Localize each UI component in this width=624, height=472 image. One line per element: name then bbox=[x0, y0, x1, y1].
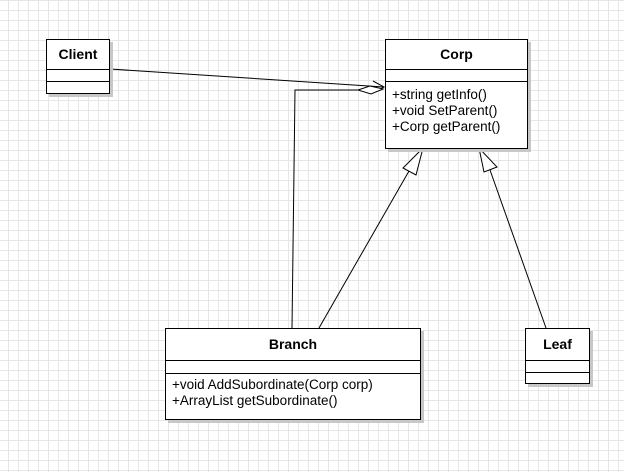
class-leaf[interactable]: Leaf bbox=[525, 328, 590, 384]
class-branch[interactable]: Branch +void AddSubordinate(Corp corp) +… bbox=[165, 328, 421, 420]
class-corp[interactable]: Corp +string getInfo() +void SetParent()… bbox=[385, 39, 528, 149]
operation-getinfo: +string getInfo() bbox=[392, 87, 487, 102]
operation-setparent: +void SetParent() bbox=[392, 103, 498, 118]
branch-corp-aggregation bbox=[291, 89, 358, 329]
class-leaf-name: Leaf bbox=[526, 329, 589, 361]
class-corp-operations: +string getInfo() +void SetParent() +Cor… bbox=[386, 82, 527, 135]
branch-corp-generalization bbox=[318, 170, 410, 329]
class-corp-name: Corp bbox=[386, 40, 527, 70]
class-client[interactable]: Client bbox=[46, 39, 110, 94]
client-corp-association bbox=[109, 68, 384, 88]
aggregation-diamond bbox=[356, 85, 385, 95]
generalization-triangle-leaf bbox=[478, 146, 498, 173]
class-client-operations bbox=[47, 82, 109, 93]
class-client-attributes bbox=[47, 70, 109, 82]
operation-getsubordinate: +ArrayList getSubordinate() bbox=[172, 393, 338, 408]
leaf-corp-generalization bbox=[489, 169, 547, 329]
operation-getparent: +Corp getParent() bbox=[392, 119, 501, 134]
class-branch-name: Branch bbox=[166, 329, 420, 361]
class-client-name: Client bbox=[47, 40, 109, 70]
class-corp-attributes bbox=[386, 70, 527, 82]
class-leaf-attributes bbox=[526, 361, 589, 373]
class-leaf-operations bbox=[526, 373, 589, 383]
class-branch-operations: +void AddSubordinate(Corp corp) +ArrayLi… bbox=[166, 374, 420, 409]
generalization-triangle-branch bbox=[402, 146, 424, 176]
operation-addsubordinate: +void AddSubordinate(Corp corp) bbox=[172, 377, 373, 392]
class-branch-attributes bbox=[166, 361, 420, 374]
